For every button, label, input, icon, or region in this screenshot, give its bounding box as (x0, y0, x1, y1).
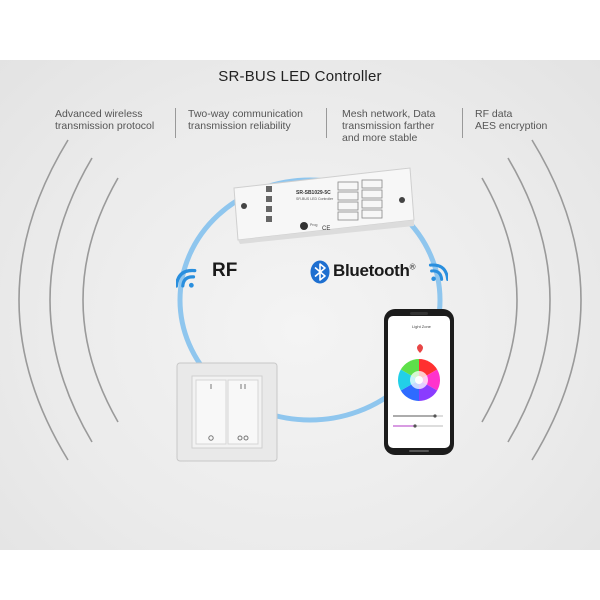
controller-model-text: SR-SB1029-5C (296, 190, 331, 196)
smartphone-icon: Light Zone (384, 309, 454, 455)
bluetooth-icon (310, 260, 330, 284)
controller-box-icon: SR-SB1029-5C SR-BUS LED Controller Prog … (233, 167, 415, 244)
banner: SR-BUS LED Controller Advanced wireless … (0, 60, 600, 550)
feature-divider (175, 108, 176, 138)
feature-mesh-network: Mesh network, Data transmission farther … (342, 108, 435, 144)
page-title: SR-BUS LED Controller (218, 68, 382, 85)
bluetooth-label: Bluetooth® (333, 261, 416, 281)
feature-divider (462, 108, 463, 138)
wifi-icon (176, 268, 197, 288)
controller-subtitle-text: SR-BUS LED Controller (296, 197, 334, 201)
feature-divider (326, 108, 327, 138)
feature-line: AES encryption (475, 120, 548, 132)
color-wheel (397, 359, 441, 401)
trademark-symbol: ® (409, 262, 416, 272)
feature-line: transmission protocol (55, 120, 155, 132)
wifi-icon (428, 263, 448, 282)
feature-aes-encryption: RF data AES encryption (475, 108, 547, 132)
feature-two-way: Two-way communication transmission relia… (188, 108, 303, 132)
feature-line: Advanced wireless (55, 108, 143, 120)
signal-arcs-background (18, 139, 582, 461)
phone-app-title: Light Zone (412, 324, 432, 329)
svg-text:CE: CE (322, 226, 330, 232)
feature-line: Two-way communication (188, 108, 303, 120)
feature-line: transmission farther (342, 120, 435, 132)
feature-line: and more stable (342, 132, 418, 144)
feature-wireless-protocol: Advanced wireless transmission protocol (55, 108, 154, 132)
feature-line: Mesh network, Data (342, 108, 436, 120)
rf-label: RF (212, 260, 238, 281)
feature-line: RF data (475, 108, 513, 120)
wall-switch-icon (176, 362, 278, 462)
feature-line: transmission reliability (188, 120, 291, 132)
controller-prog-text: Prog (310, 223, 317, 227)
bluetooth-text: Bluetooth (333, 261, 410, 280)
